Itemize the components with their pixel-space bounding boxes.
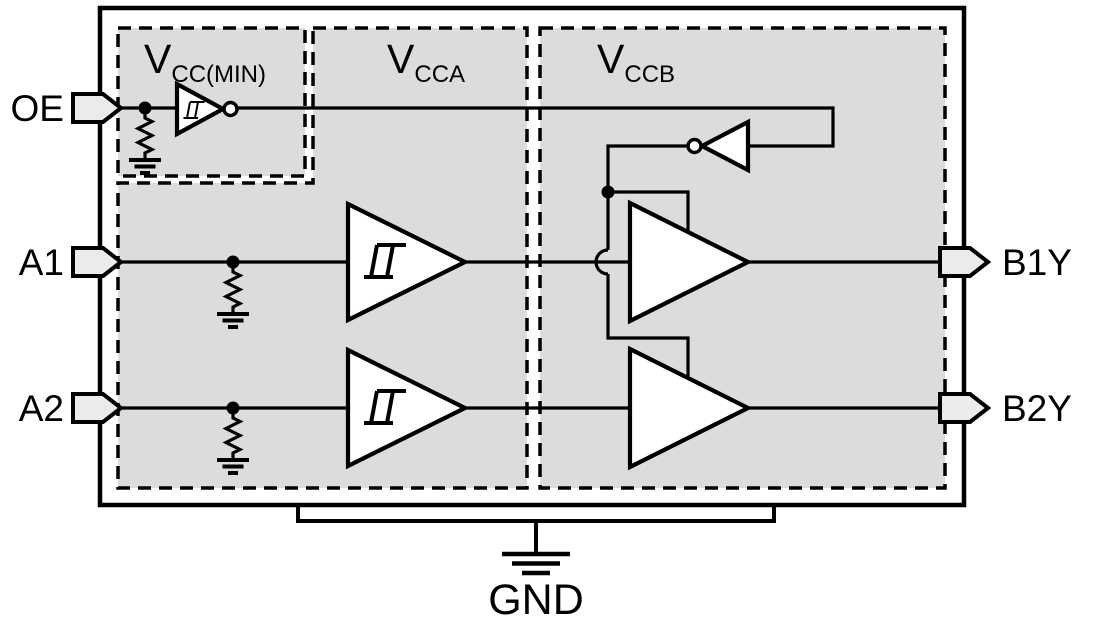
wires [110,106,940,410]
enable-inverter-triangle [697,118,751,174]
components [174,80,753,471]
vcca-label: VCCA [387,36,465,88]
power-domain-regions [112,22,947,490]
a2-buffer-triangle [345,346,470,470]
gnd-network: GND [296,505,776,622]
oe-schmitt-inverter-icon [174,80,239,138]
b1y-pin [938,246,990,278]
vccb-label-base: V [597,36,625,82]
a1-buffer-triangle [345,200,470,324]
gnd-bus [296,505,776,523]
b2y-pin-label: B2Y [1002,388,1072,429]
gnd-symbol-icon [502,551,570,576]
vcca-label-subscript: CCA [414,61,465,88]
a2-pin-label: A2 [19,388,64,429]
b2y-output-buffer-icon [627,345,753,471]
enable-junction-dot [601,185,615,199]
vcca-label-base: V [387,36,415,82]
oe-inverter-triangle [174,80,228,138]
oe-pin-label: OE [11,88,64,129]
vccb-label-subscript: CCB [624,61,675,88]
vcc-min-label-base: V [144,36,172,82]
vcca-region [118,28,527,488]
enable-wire-to-b2y-buffer [606,274,690,378]
vcc-min-label-subscript: CC(MIN) [171,61,266,88]
vccb-label: VCCB [597,36,675,88]
vcc-min-region-border [116,26,307,178]
pin-labels: OE A1 A2 B1Y B2Y [11,88,1072,429]
a2-schmitt-buffer-icon [345,346,470,470]
oe-enable-wire [110,106,835,250]
b1y-output-buffer-icon [627,199,753,325]
gnd-label: GND [488,576,584,622]
a1-schmitt-buffer-icon [345,200,470,324]
enable-wire-to-b1y-buffer [608,190,690,234]
a2-pin [71,392,123,424]
a1-pin [71,246,123,278]
a1-pin-label: A1 [19,242,64,283]
enable-inverter-icon [686,118,751,174]
oe-inverter-bubble [222,100,239,118]
enable-inverter-bubble [686,137,703,155]
b2y-pin [938,392,990,424]
vcca-region-border [116,26,529,490]
b1y-pin-label: B1Y [1002,242,1072,283]
vcc-min-label: VCC(MIN) [144,36,266,88]
